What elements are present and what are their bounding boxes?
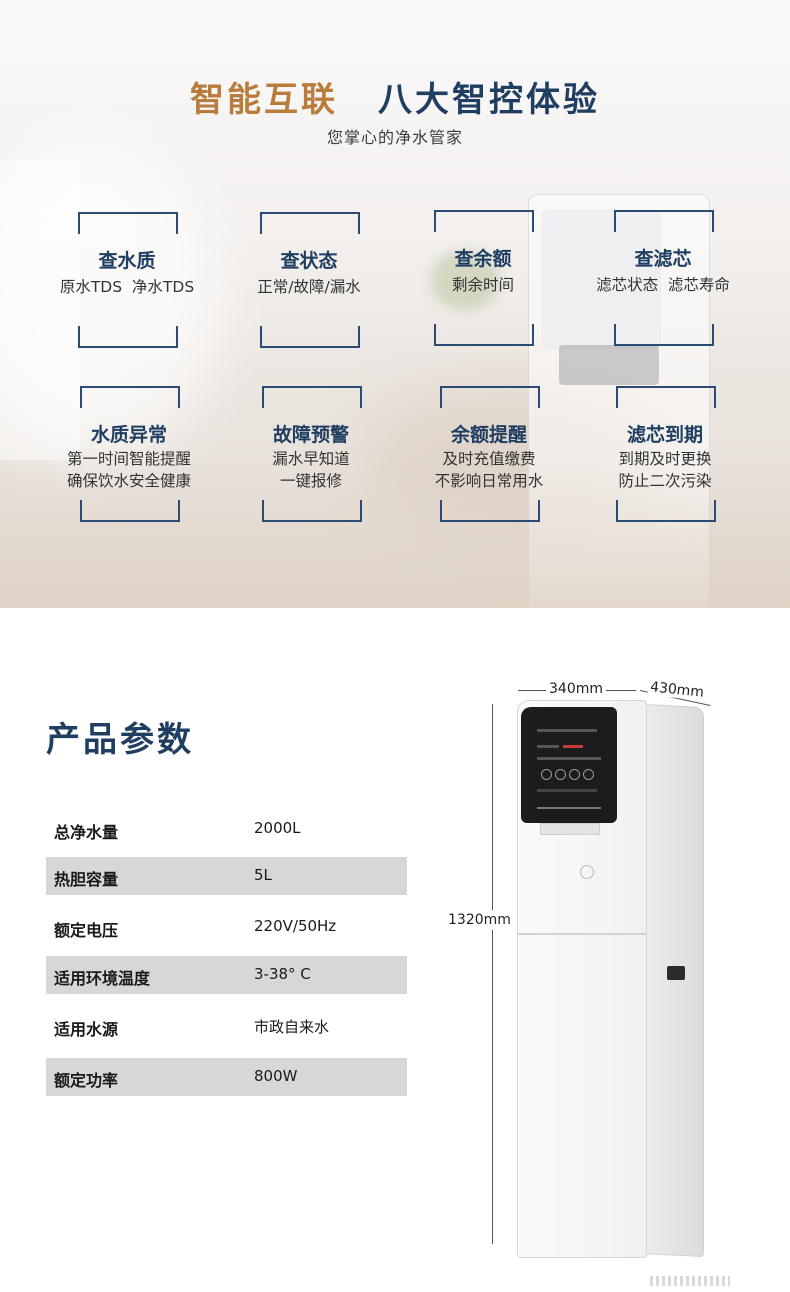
feature-desc-line: 不影响日常用水 [434,472,544,490]
feature-title: 查滤芯 [634,248,692,270]
spec-label: 额定功率 [54,1071,119,1090]
spec-row: 总净水量 2000L [46,810,407,848]
drip-tray [540,823,600,835]
spec-label: 总净水量 [54,823,119,842]
title-left: 智能互联 [190,80,338,120]
feature-card-fault-warning: 故障预警 漏水早知道 一键报修 [262,386,362,522]
width-dimension: 340mm [546,681,606,697]
feature-title: 水质异常 [90,424,167,446]
specs-title: 产品参数 [46,720,194,760]
feature-desc-line: 及时充值缴费 [442,450,536,468]
feature-desc-line: 一键报修 [279,472,342,490]
spec-value: 5L [254,866,272,884]
spec-label: 适用环境温度 [54,969,151,988]
feature-card-status: 查状态 正常/故障/漏水 [257,212,361,348]
feature-desc-line: 第一时间智能提醒 [66,450,191,468]
spec-value: 220V/50Hz [254,917,337,935]
feature-card-quality-alert: 水质异常 第一时间智能提醒 确保饮水安全健康 [67,386,191,522]
page-subtitle: 您掌心的净水管家 [326,128,463,147]
floor-shadow [650,1276,730,1286]
page-title: 智能互联八大智控体验 [0,72,790,121]
depth-dimension: 430mm [647,679,707,701]
feature-title: 查状态 [280,250,338,272]
feature-title: 余额提醒 [450,424,527,446]
feature-desc-line: 漏水早知道 [272,450,350,468]
title-right: 八大智控体验 [378,80,600,120]
background-water-dispenser [528,194,710,608]
feature-card-filter-expiry: 滤芯到期 到期及时更换 防止二次污染 [616,386,716,522]
feature-title: 查水质 [98,250,156,272]
feature-desc: 原水TDS 净水TDS [59,278,195,296]
feature-title: 故障预警 [272,424,349,446]
spec-value: 800W [254,1067,298,1085]
spec-label: 热胆容量 [54,870,119,889]
spec-row: 额定电压 220V/50Hz [46,908,407,946]
background-window [0,160,80,460]
background-floor [0,458,790,608]
feature-card-balance: 查余额 剩余时间 [434,210,534,346]
feature-desc-line: 确保饮水安全健康 [66,472,191,490]
feature-desc-line: 防止二次污染 [618,472,712,490]
spec-value: 市政自来水 [254,1018,330,1036]
spec-value: 2000L [254,819,301,837]
side-handle [667,966,685,980]
height-dimension: 1320mm [448,910,511,930]
spec-row: 适用环境温度 3-38° C [46,956,407,994]
feature-desc: 剩余时间 [451,276,514,294]
spec-value: 3-38° C [254,965,311,983]
spec-label: 额定电压 [54,921,119,940]
spec-label: 适用水源 [54,1020,119,1039]
feature-title: 滤芯到期 [626,424,703,446]
feature-desc: 正常/故障/漏水 [257,278,361,296]
background-plant [430,250,500,310]
spec-row: 额定功率 800W [46,1058,407,1096]
spec-row: 适用水源 市政自来水 [46,1007,407,1045]
feature-card-water-quality: 查水质 原水TDS 净水TDS [60,212,194,348]
hero-banner [0,0,790,608]
feature-title: 查余额 [454,248,512,270]
spec-row: 热胆容量 5L [46,857,407,895]
feature-desc: 滤芯状态 滤芯寿命 [596,276,730,294]
feature-card-filter: 查滤芯 滤芯状态 滤芯寿命 [596,210,730,346]
height-dimension-line [492,704,493,1244]
knob [580,865,594,879]
feature-desc-line: 到期及时更换 [618,450,712,468]
feature-card-balance-reminder: 余额提醒 及时充值缴费 不影响日常用水 [435,386,543,522]
control-panel [521,707,617,823]
water-dispenser-product-image [517,700,705,1260]
